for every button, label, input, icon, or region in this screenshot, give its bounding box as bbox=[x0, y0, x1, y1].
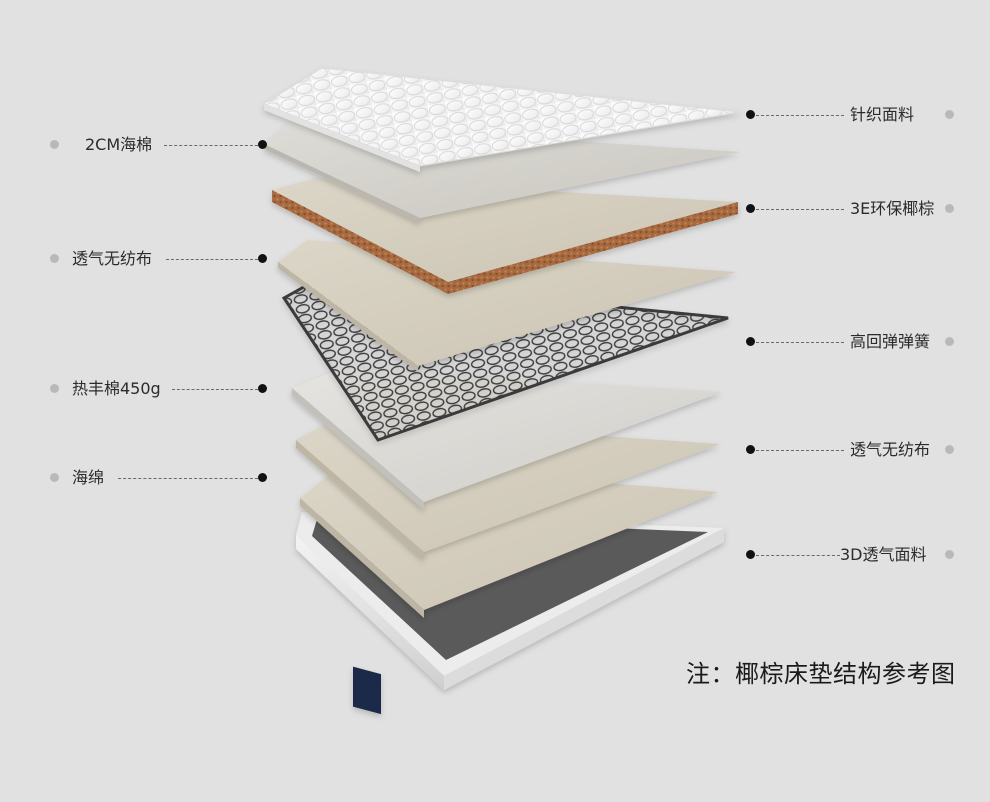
leader-line-right-2 bbox=[756, 209, 844, 210]
label-knit-fabric: 针织面料 bbox=[850, 105, 915, 124]
leader-line-left-3 bbox=[172, 389, 258, 390]
bullet-right-4 bbox=[945, 445, 954, 454]
layer-nonwoven-1 bbox=[278, 240, 736, 372]
bullet-left-4 bbox=[50, 473, 59, 482]
leader-line-right-5 bbox=[756, 555, 840, 556]
bullet-left-2 bbox=[50, 254, 59, 263]
leader-line-right-1 bbox=[756, 115, 844, 116]
anchor-dot-right-3 bbox=[746, 337, 755, 346]
anchor-dot-right-2 bbox=[746, 204, 755, 213]
label-3d-fabric: 3D透气面料 bbox=[840, 545, 927, 564]
bullet-left-3 bbox=[50, 384, 59, 393]
leader-line-right-4 bbox=[756, 450, 844, 451]
anchor-dot-left-1 bbox=[258, 140, 267, 149]
bullet-right-3 bbox=[945, 337, 954, 346]
bullet-left-1 bbox=[50, 140, 59, 149]
bullet-right-1 bbox=[945, 110, 954, 119]
reference-note: 注：椰棕床垫结构参考图 bbox=[686, 660, 956, 688]
bullet-right-2 bbox=[945, 204, 954, 213]
label-springs: 高回弹弹簧 bbox=[850, 332, 931, 351]
anchor-dot-left-4 bbox=[258, 473, 267, 482]
layer-knit-fabric bbox=[262, 67, 741, 172]
label-nonwoven-left: 透气无纺布 bbox=[72, 249, 153, 268]
anchor-dot-right-1 bbox=[746, 110, 755, 119]
leader-line-left-4 bbox=[118, 478, 258, 479]
label-nonwoven-right: 透气无纺布 bbox=[850, 440, 931, 459]
anchor-dot-left-3 bbox=[258, 384, 267, 393]
anchor-dot-right-4 bbox=[746, 445, 755, 454]
label-2cm-sponge: 2CM海棉 bbox=[85, 135, 153, 154]
leader-line-left-2 bbox=[166, 259, 258, 260]
label-sponge: 海绵 bbox=[72, 468, 105, 487]
anchor-dot-right-5 bbox=[746, 550, 755, 559]
bullet-right-5 bbox=[945, 550, 954, 559]
leader-line-right-3 bbox=[756, 342, 844, 343]
leader-line-left-1 bbox=[164, 145, 258, 146]
anchor-dot-left-2 bbox=[258, 254, 267, 263]
label-heat-cotton: 热丰棉450g bbox=[72, 379, 161, 398]
label-coir: 3E环保椰棕 bbox=[850, 199, 935, 218]
